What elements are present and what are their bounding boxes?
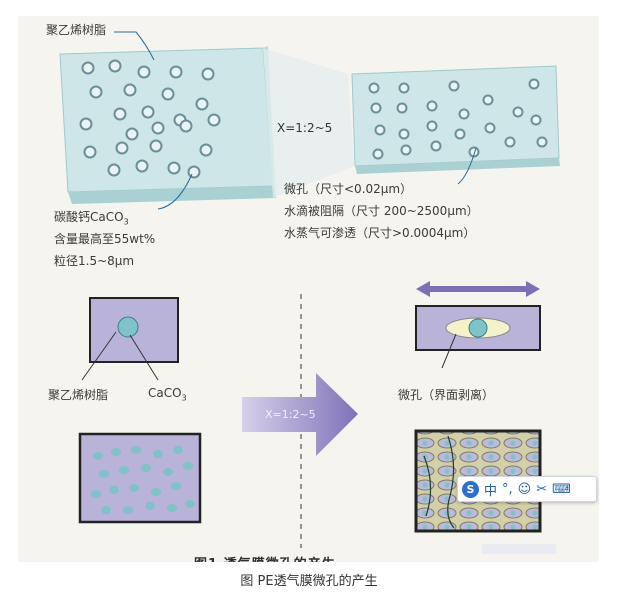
caco3-particle (119, 466, 129, 474)
caco3-particle (101, 506, 111, 514)
caco3-particle (123, 506, 133, 514)
caco3-particle (171, 67, 182, 78)
caco3-particle (125, 85, 136, 96)
caco3-particle (145, 502, 155, 510)
micropore (486, 124, 495, 133)
ime-logo-icon[interactable]: S (462, 481, 479, 498)
micropore (376, 126, 385, 135)
micropore (432, 142, 441, 151)
micropore (538, 138, 547, 147)
image-caption: 图 PE透气膜微孔的产生 (0, 570, 618, 589)
micropore (370, 84, 379, 93)
particle-size-label: 粒径1.5~8μm (54, 252, 134, 269)
ime-toolbar[interactable]: S 中 °, ☺ ✂ ⌨ (457, 476, 597, 502)
caco3-particle (109, 165, 120, 176)
caco3-particle (151, 488, 161, 496)
micropore (428, 122, 437, 131)
micropore (514, 108, 523, 117)
filled-film-box (80, 434, 200, 522)
ime-tools-icon[interactable]: ✂ (536, 482, 547, 497)
caco3-particle (167, 504, 177, 512)
watermark (482, 544, 556, 554)
caco3-particle (110, 61, 121, 72)
caco3-particle (91, 490, 101, 498)
caco3-particle (197, 99, 208, 110)
ime-language-toggle[interactable]: 中 (484, 480, 497, 499)
micropore-interface-label: 微孔（界面剥离） (398, 386, 494, 403)
caco3-particle (109, 486, 119, 494)
caco3-label-top: 碳酸钙CaCO3 (54, 208, 129, 226)
ime-keyboard-icon[interactable]: ⌨ (552, 482, 571, 497)
micropore (402, 146, 411, 155)
micropore (532, 116, 541, 125)
caco3-particle (93, 452, 103, 460)
caco3-particle (183, 462, 193, 470)
caco3-particle (203, 69, 214, 80)
caco3-particle (141, 464, 151, 472)
resin-label-top: 聚乙烯树脂 (46, 21, 106, 38)
micropore (374, 150, 383, 159)
caco3-particle (81, 119, 92, 130)
caco3-particle (129, 484, 139, 492)
micropore (460, 110, 469, 119)
stretch-ratio-top: X=1:2~5 (277, 121, 332, 135)
caco3-particle (83, 63, 94, 74)
caco3-particle (185, 500, 195, 508)
micropore (530, 80, 539, 89)
caco3-particle (115, 109, 126, 120)
stretch-ratio-arrow: X=1:2~5 (265, 408, 316, 421)
caco3-particle (209, 115, 220, 126)
caco3-particle (169, 163, 180, 174)
caco3-particle (201, 145, 212, 156)
resin-label-bottom: 聚乙烯树脂 (48, 386, 108, 403)
stretched-particle-box (416, 281, 540, 368)
ime-emoji-icon[interactable]: ☺ (518, 482, 532, 497)
caco3-particle (127, 129, 138, 140)
caco3-particle (137, 161, 148, 172)
caco3-particle (99, 470, 109, 478)
caco3-particle (153, 450, 163, 458)
micropore (428, 102, 437, 111)
vapor-permeable-label: 水蒸气可渗透（尺寸>0.0004μm） (284, 224, 475, 241)
micropore-size-label: 微孔（尺寸<0.02μm） (284, 180, 412, 197)
micropore (400, 130, 409, 139)
caco3-particle (163, 89, 174, 100)
caco3-particle (151, 141, 162, 152)
caco3-particle (189, 167, 200, 178)
micropore (398, 104, 407, 113)
single-particle-box (90, 298, 178, 362)
content-label: 含量最高至55wt% (54, 230, 155, 247)
ime-punctuation-toggle[interactable]: °, (502, 482, 513, 497)
caco3-particle (173, 446, 183, 454)
micropore (506, 138, 515, 147)
micropore (484, 96, 493, 105)
water-block-label: 水滴被阻隔（尺寸 200~2500μm） (284, 202, 479, 219)
caco3-particle (163, 468, 173, 476)
caco3-particle (181, 121, 192, 132)
caco3-particle (131, 446, 141, 454)
figure-title: 图1 透气膜微孔的产生 (194, 553, 336, 562)
micropore (372, 104, 381, 113)
caco3-particle (111, 448, 121, 456)
caco3-particle (139, 67, 150, 78)
caco3-particle (171, 482, 181, 490)
micropore (400, 84, 409, 93)
micropore (450, 82, 459, 91)
micropore (456, 130, 465, 139)
caco3-particle (153, 123, 164, 134)
caco3-particle (117, 143, 128, 154)
caco3-particle (143, 107, 154, 118)
caco3-particle (91, 87, 102, 98)
caco3-label-bottom: CaCO3 (148, 386, 187, 402)
caco3-particle (85, 147, 96, 158)
